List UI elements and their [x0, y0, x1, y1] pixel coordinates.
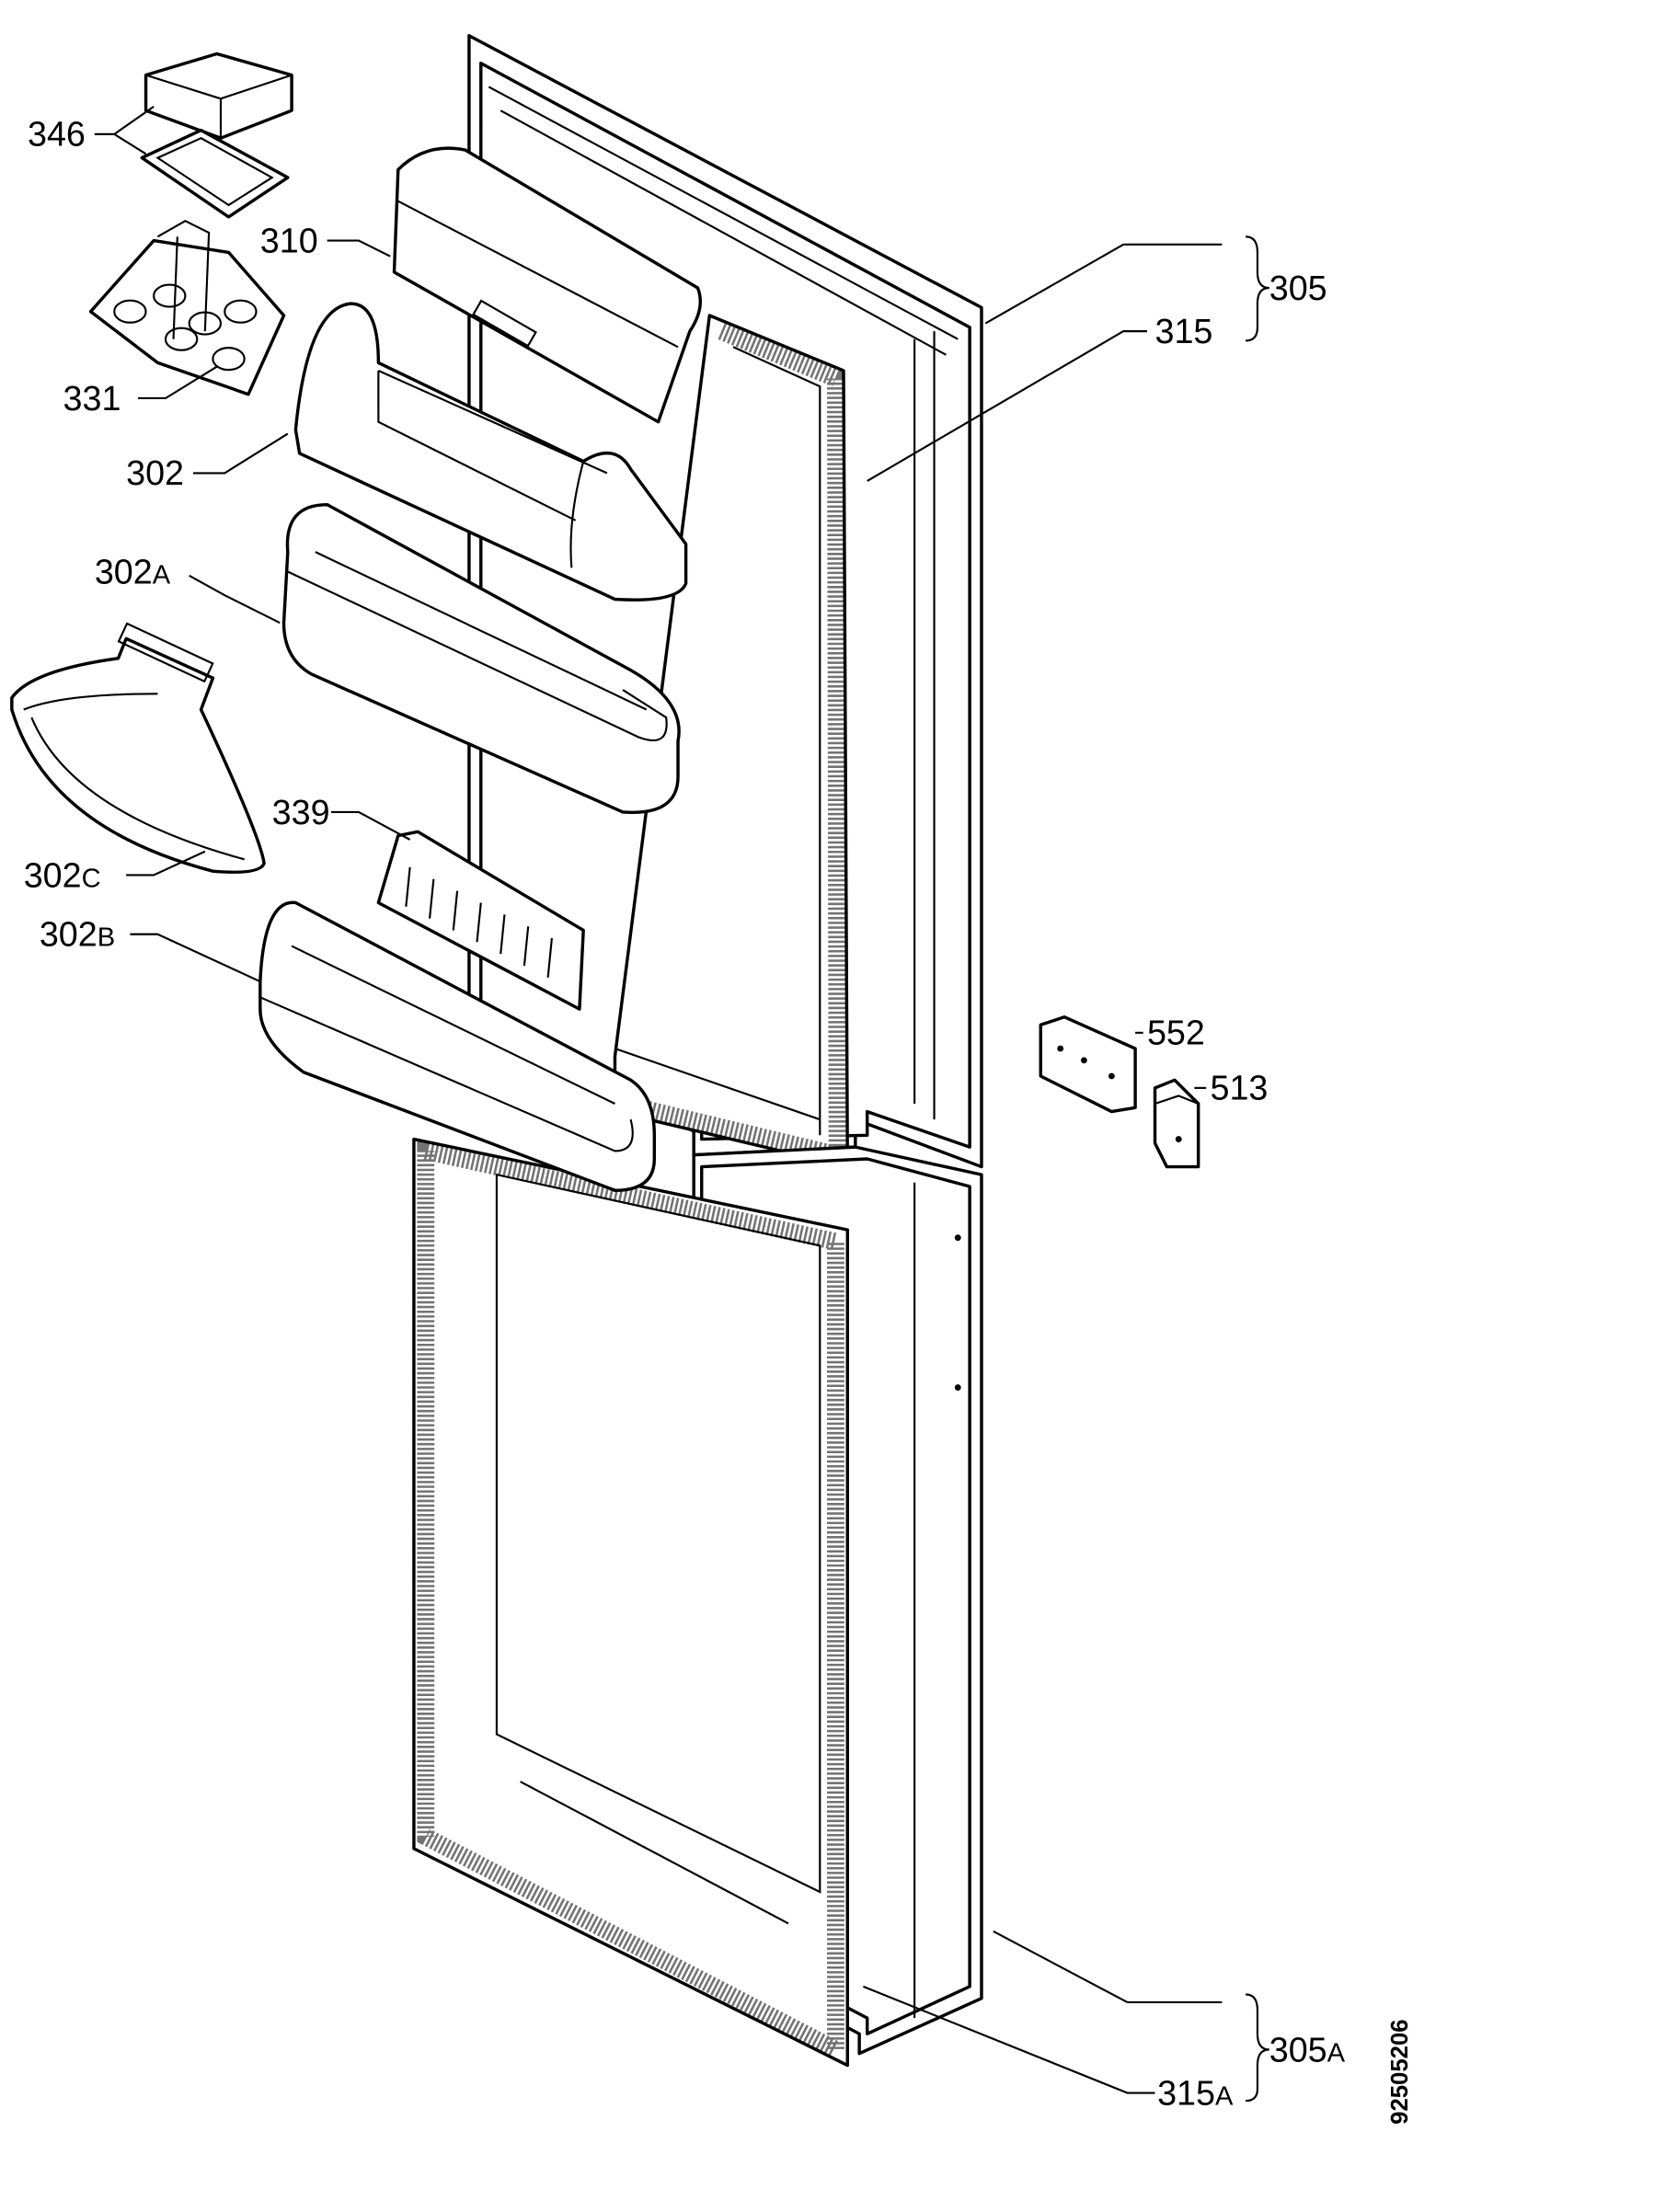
part-513-hinge-bracket	[1153, 1078, 1200, 1169]
label-310: 310	[260, 221, 318, 259]
part-302a-door-shelf	[281, 502, 681, 815]
part-339-bottle-divider	[376, 830, 585, 1011]
label-302c: 302C	[24, 855, 101, 894]
label-305a: 305A	[1269, 2030, 1346, 2069]
part-302c-bottle-holder	[10, 622, 266, 874]
label-302: 302	[126, 453, 184, 492]
label-302a: 302A	[95, 552, 171, 590]
label-315: 315	[1155, 312, 1213, 350]
brace-305	[1246, 235, 1269, 342]
part-552-hinge-plate	[1039, 1015, 1137, 1114]
label-552: 552	[1147, 1014, 1205, 1052]
label-346: 346	[28, 115, 86, 154]
document-id: 92505206	[1387, 2019, 1413, 2124]
label-331: 331	[63, 379, 121, 418]
label-339: 339	[272, 793, 330, 831]
label-513: 513	[1211, 1069, 1269, 1107]
lower-door-gasket	[412, 1137, 849, 2068]
part-310-dairy-flap	[392, 146, 702, 424]
brace-305a	[1246, 1993, 1269, 2103]
label-305: 305	[1269, 269, 1327, 307]
upper-door-gasket	[613, 314, 849, 1169]
part-331-egg-tray	[88, 219, 286, 396]
leader-lines	[94, 106, 1223, 2094]
label-302b: 302B	[40, 915, 115, 954]
part-302b-door-shelf	[258, 900, 657, 1192]
label-315a: 315A	[1157, 2073, 1234, 2112]
part-346-butter-dish	[140, 52, 293, 219]
part-302-door-shelf	[293, 302, 688, 602]
